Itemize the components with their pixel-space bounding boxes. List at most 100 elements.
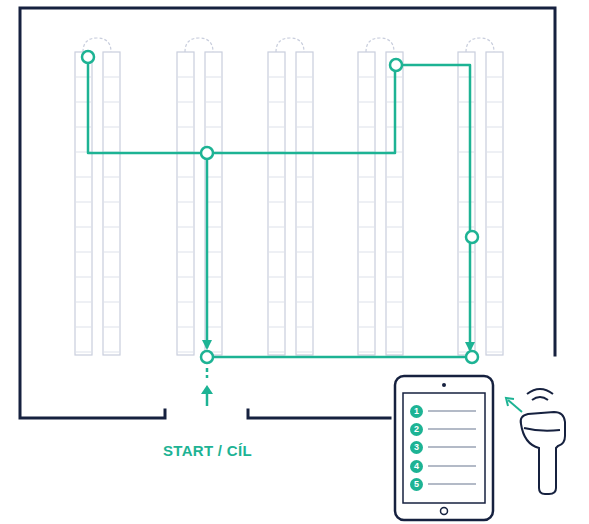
rack-stroke — [458, 77, 475, 78]
signal-arrow — [506, 398, 522, 412]
rack-stroke — [75, 177, 92, 178]
step-text: 4 — [414, 462, 419, 471]
rack-stroke — [458, 52, 475, 355]
rack-stroke — [366, 38, 394, 52]
step-number: 3 — [410, 441, 423, 454]
rack-stroke — [296, 102, 313, 103]
rack-stroke — [177, 252, 194, 253]
rack-stroke — [103, 252, 120, 253]
rack-stroke — [386, 352, 403, 353]
rack-stroke — [268, 277, 285, 278]
rack-stroke — [458, 327, 475, 328]
rack-stroke — [75, 227, 92, 228]
rack-stroke — [205, 52, 222, 355]
rack-stroke — [103, 52, 120, 355]
rack-stroke — [75, 202, 92, 203]
rack-stroke — [296, 177, 313, 178]
rack-stroke — [358, 202, 375, 203]
rack-stroke — [75, 127, 92, 128]
rack-stroke — [486, 227, 503, 228]
rack-stroke — [458, 127, 475, 128]
rack-stroke — [458, 277, 475, 278]
rack-stroke — [296, 252, 313, 253]
rack-stroke — [358, 352, 375, 353]
rack-stroke — [177, 202, 194, 203]
rack-stroke — [486, 202, 503, 203]
rack-stroke — [75, 252, 92, 253]
rack-stroke — [205, 127, 222, 128]
rack-stroke — [486, 177, 503, 178]
rack-stroke — [358, 102, 375, 103]
rack-stroke — [75, 52, 92, 355]
rack-stroke — [103, 277, 120, 278]
rack-stroke — [268, 102, 285, 103]
rack-stroke — [268, 77, 285, 78]
rack-stroke — [386, 227, 403, 228]
rack-stroke — [268, 177, 285, 178]
rack-stroke — [296, 327, 313, 328]
rack-stroke — [358, 52, 375, 355]
rack-stroke — [296, 277, 313, 278]
rack-stroke — [466, 38, 494, 52]
rack-stroke — [177, 127, 194, 128]
rack-stroke — [177, 52, 194, 355]
rack-stroke — [103, 302, 120, 303]
rack-stroke — [75, 102, 92, 103]
shelving-racks — [75, 38, 503, 355]
rack-stroke — [386, 177, 403, 178]
rack-stroke — [296, 52, 313, 355]
rack-stroke — [486, 352, 503, 353]
rack-stroke — [177, 277, 194, 278]
rack-stroke — [103, 102, 120, 103]
rack-stroke — [486, 252, 503, 253]
rack-stroke — [486, 77, 503, 78]
rack-stroke — [268, 202, 285, 203]
rack-stroke — [386, 302, 403, 303]
rack-stroke — [486, 302, 503, 303]
rack-stroke — [458, 152, 475, 153]
rack-stroke — [177, 177, 194, 178]
rack-stroke — [185, 38, 213, 52]
rack-stroke — [458, 302, 475, 303]
rack-stroke — [268, 352, 285, 353]
rack-stroke — [268, 252, 285, 253]
rack-stroke — [486, 52, 503, 355]
tablet — [395, 376, 493, 520]
rack-stroke — [268, 127, 285, 128]
rack-stroke — [268, 52, 285, 355]
rack-stroke — [386, 252, 403, 253]
rack-stroke — [103, 327, 120, 328]
rack-stroke — [177, 302, 194, 303]
rack-stroke — [177, 327, 194, 328]
picking-route — [88, 57, 472, 406]
rack-stroke — [276, 38, 304, 52]
rack-stroke — [75, 302, 92, 303]
rack-stroke — [103, 352, 120, 353]
rack-stroke — [358, 177, 375, 178]
step-text: 2 — [414, 425, 419, 434]
rack-stroke — [358, 327, 375, 328]
rack-stroke — [296, 302, 313, 303]
rack-stroke — [386, 277, 403, 278]
step-number: 2 — [410, 423, 423, 436]
rack-stroke — [177, 102, 194, 103]
rack-stroke — [458, 227, 475, 228]
rack-stroke — [296, 227, 313, 228]
step-number: 1 — [410, 405, 423, 418]
rack-stroke — [205, 102, 222, 103]
rack-stroke — [268, 302, 285, 303]
rack-stroke — [103, 77, 120, 78]
rack-stroke — [358, 227, 375, 228]
rack-stroke — [75, 352, 92, 353]
rack-stroke — [103, 127, 120, 128]
rack-stroke — [75, 327, 92, 328]
rack-stroke — [268, 327, 285, 328]
rack-stroke — [358, 77, 375, 78]
rack-stroke — [103, 227, 120, 228]
rack-stroke — [358, 302, 375, 303]
step-text: 1 — [414, 407, 419, 416]
rack-stroke — [486, 327, 503, 328]
warehouse-walls — [20, 8, 555, 418]
rack-stroke — [358, 252, 375, 253]
